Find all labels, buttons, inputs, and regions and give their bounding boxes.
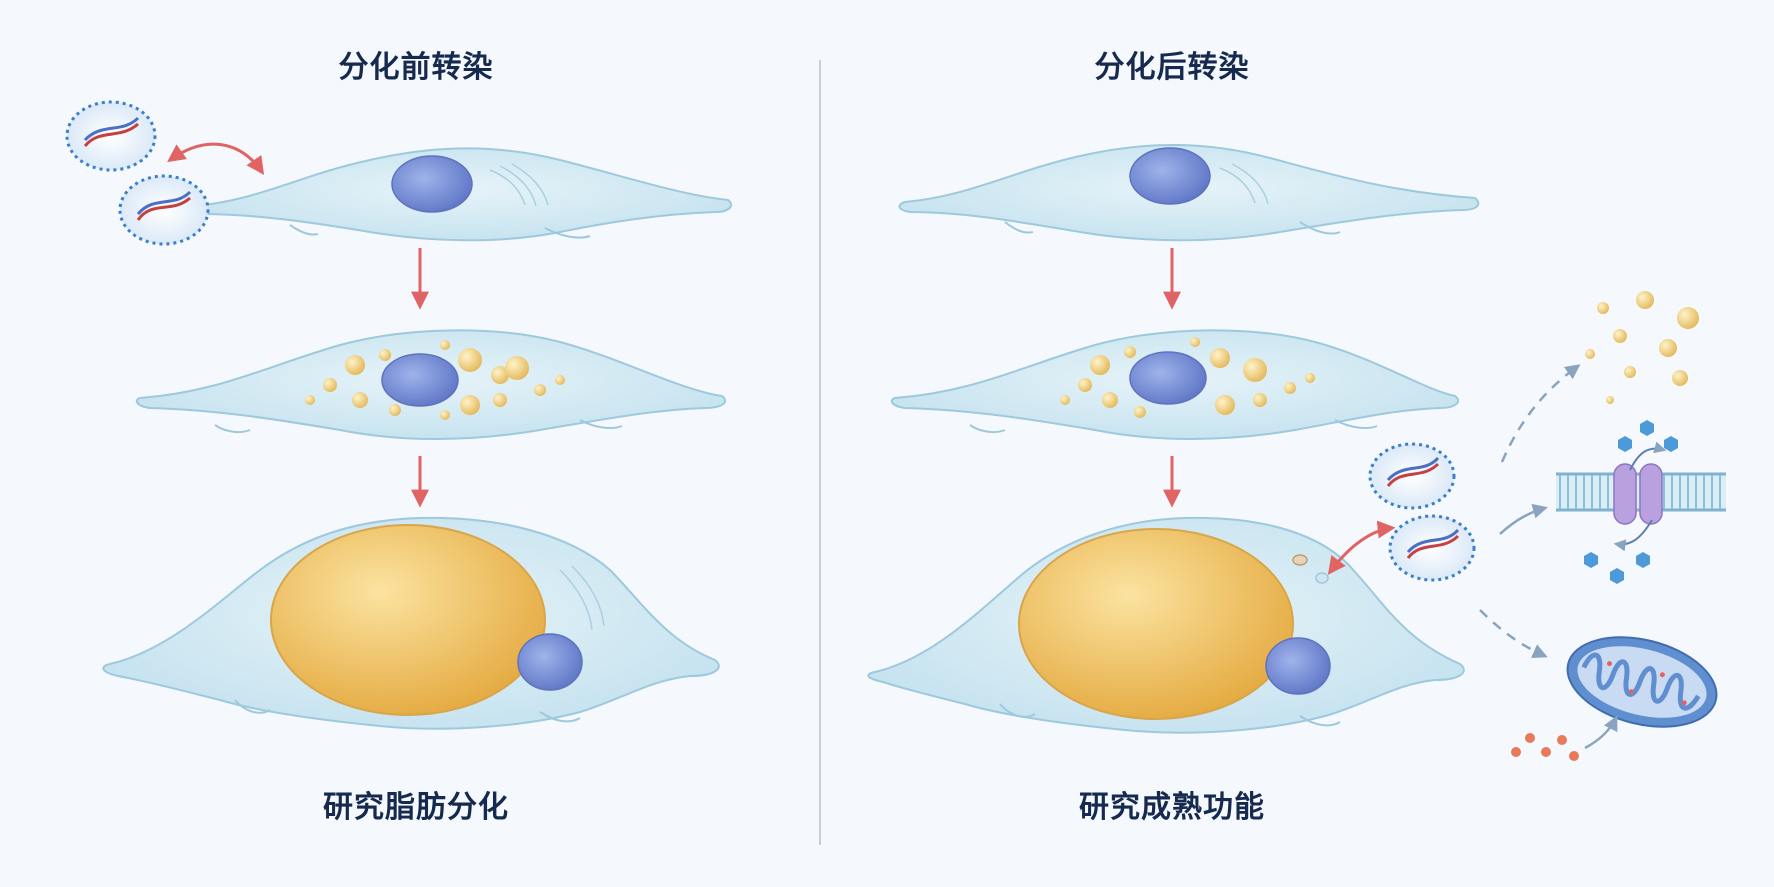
right-panel-title: 分化后转染	[1094, 50, 1250, 85]
vesicle	[1315, 572, 1329, 584]
left-mature-adipocyte	[102, 516, 720, 730]
nucleus	[391, 155, 473, 213]
nucleus	[517, 633, 583, 691]
arrow-substrate	[1584, 715, 1618, 750]
arrow-secretion	[1500, 364, 1581, 463]
left-panel-caption: 研究脂肪分化	[323, 790, 509, 825]
transfection-arrow	[167, 142, 265, 175]
viral-vector-icon	[1368, 442, 1456, 510]
secreted-droplets	[1585, 291, 1699, 404]
arrow-metabolism	[1479, 609, 1548, 659]
right-differentiating-cell	[890, 329, 1460, 440]
viral-vector-icon	[118, 174, 210, 246]
nucleus	[1129, 147, 1211, 205]
right-preadipocyte-cell	[898, 144, 1480, 242]
transfection-arrow	[1327, 520, 1396, 575]
viral-vector-icon	[1388, 514, 1476, 582]
lipid-droplets-small	[305, 340, 565, 420]
nucleus	[1129, 351, 1207, 405]
left-preadipocyte-cell	[188, 147, 733, 242]
membrane-channel-icon	[1556, 420, 1726, 584]
large-lipid-droplet	[270, 524, 546, 716]
mitochondrion-icon	[1566, 636, 1718, 728]
large-lipid-droplet	[1018, 528, 1294, 720]
viral-vector-icon	[65, 100, 157, 172]
right-panel-caption: 研究成熟功能	[1079, 790, 1265, 825]
left-panel-title: 分化前转染	[338, 50, 494, 85]
vesicle	[1292, 554, 1308, 566]
substrate-dots	[1511, 733, 1579, 761]
right-mature-adipocyte	[867, 516, 1465, 734]
left-differentiating-cell	[135, 329, 727, 440]
arrow-transport	[1499, 503, 1548, 535]
nucleus	[381, 353, 459, 407]
nucleus	[1265, 637, 1331, 695]
lipid-droplets-small	[1060, 337, 1315, 418]
